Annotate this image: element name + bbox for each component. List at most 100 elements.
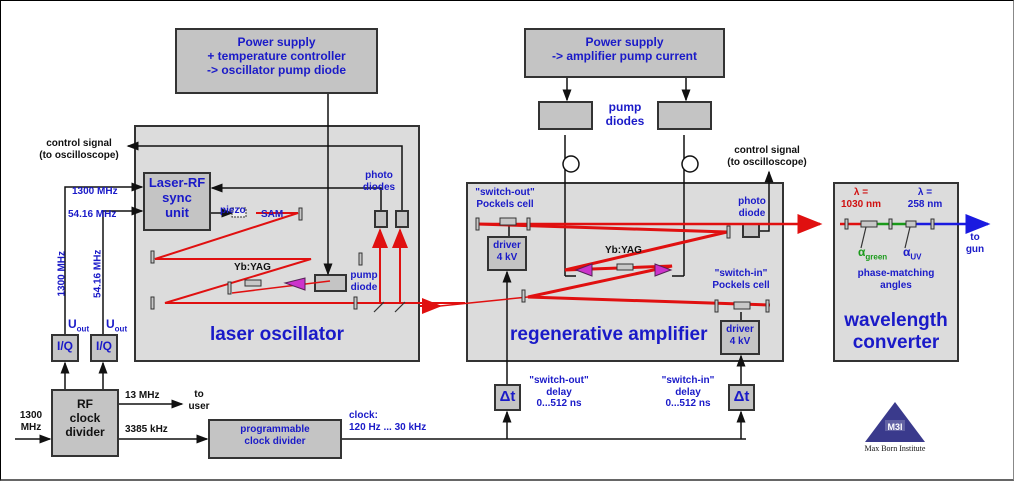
label-line: Pockels cell: [476, 198, 534, 210]
label-line: pump: [608, 100, 642, 114]
label-line: phase-matching: [857, 268, 935, 279]
label-line: photo: [738, 196, 766, 207]
out-13mhz-label: 13 MHz: [125, 390, 160, 401]
iq-1-label: I/Q: [56, 339, 73, 353]
subscript: green: [865, 252, 888, 262]
label-line: + temperature controller: [207, 48, 346, 63]
rf-clock-divider-box: [51, 389, 119, 457]
delay-out-box: [494, 384, 521, 411]
fiber-coil-right: [681, 155, 699, 173]
label-line: diodes: [362, 181, 396, 193]
u-symbol: U: [106, 317, 115, 331]
delay-in-box: [728, 384, 755, 411]
laser-oscillator-title: laser oscillator: [209, 324, 345, 345]
alpha-uv-label: αUV: [903, 245, 922, 262]
lambda-258-label: λ = 258 nm: [900, 187, 950, 210]
photo-diode-osc-1: [374, 210, 388, 228]
mbi-logo: [865, 402, 925, 442]
label-line: λ =: [917, 187, 933, 198]
fiber-coil-left: [562, 155, 580, 173]
label-line: MHz: [20, 421, 42, 433]
alpha-green-label: αgreen: [858, 245, 888, 262]
delay-out-label: "switch-out" delay 0...512 ns: [525, 375, 593, 410]
rf-5416-v-label: 54.16 MHz: [92, 249, 104, 298]
iq-2-label: I/Q: [95, 339, 112, 353]
yb-yag-amp-label: Yb:YAG: [605, 245, 642, 256]
label-line: 120 Hz ... 30 kHz: [349, 421, 427, 433]
label-line: Power supply: [237, 35, 316, 49]
driver-in-box: [720, 320, 760, 355]
label-line: 4 kV: [729, 335, 751, 347]
rf-1300-h-label: 1300 MHz: [72, 186, 118, 197]
amp-power-supply-label: Power supply -> amplifier pump current: [524, 35, 725, 64]
to-user-label: to user: [184, 389, 214, 412]
label-line: clock:: [349, 410, 378, 421]
to-gun-label: to gun: [960, 232, 990, 255]
label-line: driver: [493, 240, 521, 251]
out-3385-label: 3385 kHz: [125, 424, 168, 435]
label-line: photo: [365, 170, 393, 181]
label-line: pump: [350, 270, 378, 281]
delay-in-symbol: Δt: [733, 388, 750, 405]
label-line: "switch-in": [661, 375, 715, 386]
oscillator-beam: [154, 212, 465, 304]
laser-rf-sync-unit-box: [143, 172, 211, 231]
sync-unit-label: Laser-RF sync unit: [143, 175, 211, 221]
label-line: 1300: [19, 410, 43, 421]
thg-crystal: [905, 220, 917, 228]
pump-diode-box-left: [538, 101, 593, 130]
label-line: control signal: [46, 138, 112, 149]
driver-out-label: driver 4 kV: [487, 240, 527, 263]
label-line: diode: [738, 207, 766, 219]
sam-label: SAM: [261, 209, 284, 220]
wavelength-converter-panel: [833, 182, 959, 362]
rf-clock-divider-label: RF clock divider: [51, 397, 119, 439]
pockels-cell-out: [499, 217, 517, 226]
amplifier-power-supply-box: [524, 28, 725, 78]
lambda-1030-label: λ = 1030 nm: [836, 187, 886, 210]
label-line: Power supply: [585, 35, 664, 49]
u-symbol: U: [68, 317, 77, 331]
label-line: clock divider: [244, 435, 306, 447]
driver-in-label: driver 4 kV: [720, 324, 760, 347]
pump-cone-osc: [283, 277, 306, 291]
label-line: unit: [165, 204, 189, 220]
label-line: Pockels cell: [712, 279, 770, 291]
alpha-symbol: α: [858, 245, 866, 259]
logo-mark-text: M3I: [887, 422, 903, 432]
pump-cone-amp-right: [654, 263, 673, 277]
label-line: to: [970, 232, 980, 243]
driver-out-box: [487, 236, 527, 271]
shg-crystal: [860, 220, 878, 228]
rf-5416-line: [102, 206, 144, 334]
label-line: -> amplifier pump current: [551, 48, 698, 63]
wavelength-converter-title: wavelength converter: [833, 310, 959, 354]
photo-diode-amp-label: photo diode: [732, 196, 772, 219]
photo-diode-osc-2: [395, 210, 409, 228]
osc-power-supply-label: Power supply + temperature controller ->…: [175, 35, 378, 77]
label-line: delay: [546, 386, 572, 398]
label-line: gun: [965, 243, 985, 255]
label-line: divider: [65, 424, 105, 439]
programmable-divider-label: programmable clock divider: [208, 424, 342, 447]
clock-range-label: clock: 120 Hz ... 30 kHz: [349, 410, 426, 433]
oscillator-power-supply-box: [175, 28, 378, 94]
subscript: UV: [910, 252, 922, 262]
control-signal-left-label: control signal (to oscilloscope): [24, 138, 134, 161]
subscript: out: [76, 324, 90, 334]
label-line: "switch-out": [529, 375, 589, 386]
label-line: programmable: [240, 424, 310, 435]
label-line: "switch-out": [475, 187, 535, 198]
photodiode-to-sync-line: [210, 183, 382, 210]
uout-2-label: Uout: [106, 317, 127, 334]
label-line: λ =: [853, 187, 869, 198]
label-line: sync: [162, 189, 192, 205]
label-line: to: [194, 389, 204, 400]
label-line: user: [188, 400, 210, 412]
yb-yag-crystal-amp: [616, 263, 634, 271]
label-line: Laser-RF: [148, 175, 206, 190]
label-line: delay: [675, 386, 701, 398]
rf-1300-line: [64, 182, 144, 334]
yb-yag-crystal-osc: [244, 279, 262, 287]
